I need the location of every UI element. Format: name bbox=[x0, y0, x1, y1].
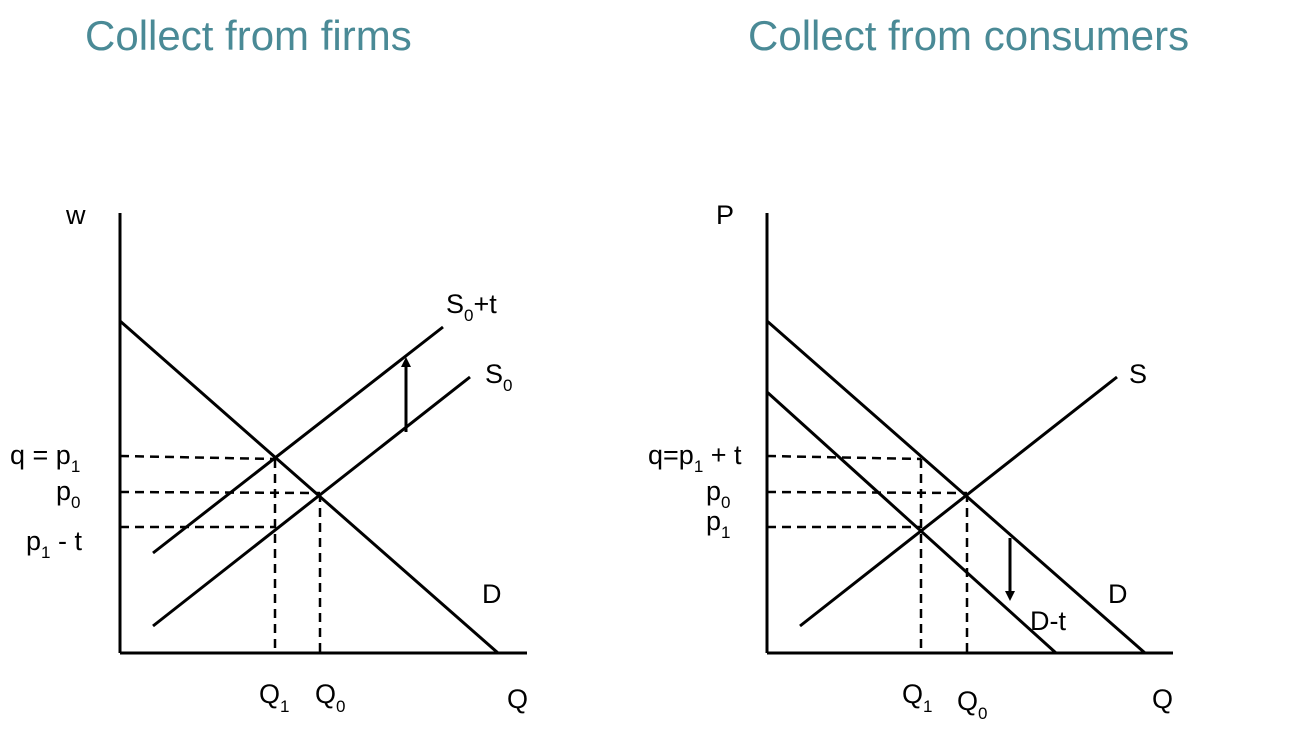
left-panel bbox=[118, 213, 527, 655]
left-price-label-p1-t: p1 - t bbox=[26, 526, 82, 562]
left-dash-q-p1 bbox=[119, 454, 276, 461]
left-dash-p0 bbox=[119, 490, 321, 495]
right-price-label-q-p1-t: q=p1 + t bbox=[648, 440, 742, 476]
left-price-label-q-p1: q = p1 bbox=[10, 440, 80, 476]
right-dash-q-p1-t bbox=[766, 454, 922, 461]
left-supply-label: S0 bbox=[485, 359, 512, 395]
right-supply-label: S bbox=[1129, 359, 1147, 389]
right-demand-label: D bbox=[1108, 579, 1128, 609]
right-price-label-p1: p1 bbox=[706, 506, 731, 542]
right-y-axis-label: P bbox=[716, 200, 734, 230]
right-quantity-label-q0: Q0 bbox=[957, 686, 987, 723]
title-collect-from-firms: Collect from firms bbox=[85, 12, 412, 59]
right-panel bbox=[765, 213, 1173, 655]
left-y-axis-label: w bbox=[65, 200, 86, 230]
right-demand-tax-label: D-t bbox=[1030, 606, 1066, 636]
title-collect-from-consumers: Collect from consumers bbox=[748, 12, 1190, 59]
left-demand-label: D bbox=[482, 579, 502, 609]
right-supply-curve bbox=[799, 375, 1118, 628]
right-demand-curve bbox=[766, 319, 1146, 655]
left-supply-tax-curve bbox=[152, 325, 444, 555]
right-price-label-p0: p0 bbox=[706, 476, 731, 512]
right-x-axis-label: Q bbox=[1152, 684, 1173, 714]
left-supply-tax-label: S0+t bbox=[446, 289, 497, 325]
left-price-label-p0: p0 bbox=[56, 476, 81, 512]
right-demand-tax-curve bbox=[765, 390, 1058, 655]
left-x-axis-label: Q bbox=[507, 684, 528, 714]
left-demand-curve bbox=[119, 319, 499, 655]
left-quantity-label-q0: Q0 bbox=[315, 679, 345, 716]
right-dash-p0 bbox=[766, 490, 968, 495]
right-quantity-label-q1: Q1 bbox=[902, 679, 932, 716]
left-quantity-label-q1: Q1 bbox=[259, 679, 289, 716]
left-supply-curve bbox=[152, 375, 471, 628]
